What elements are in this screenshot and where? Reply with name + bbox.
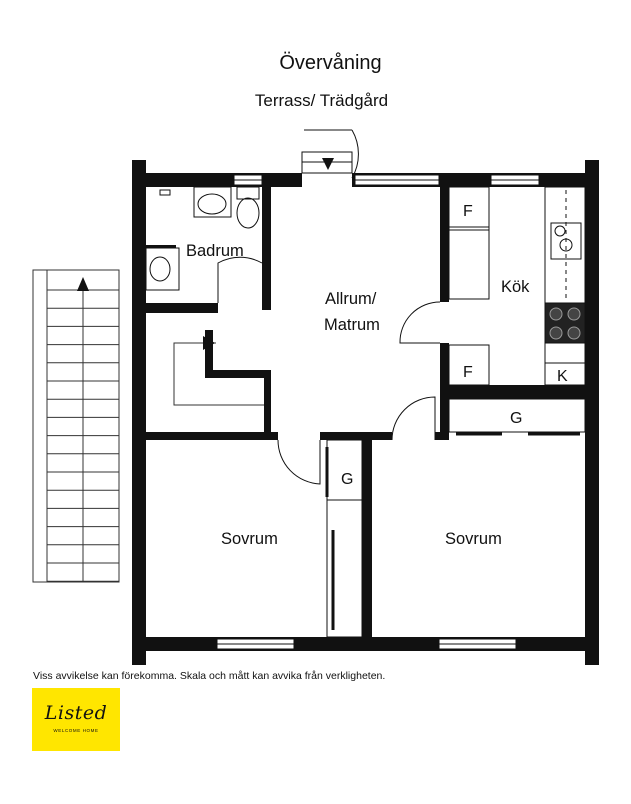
wall-bedroom-north-left [146, 432, 278, 440]
room-label-sovrum-right: Sovrum [445, 530, 502, 548]
bathroom-sink-counter [193, 186, 232, 218]
room-label-sovrum-left: Sovrum [221, 530, 278, 548]
tap-icon [159, 189, 171, 196]
wall-bathroom-niche [146, 245, 176, 248]
room-label-kok: Kök [501, 278, 530, 296]
wall-south [132, 637, 599, 651]
sink-drain-left [554, 225, 566, 237]
label-wardrobe-right: G [510, 410, 522, 427]
counter-left [448, 226, 490, 300]
door-bedroom-left [277, 439, 321, 485]
label-fridge-bottom: F [463, 364, 473, 381]
door-kitchen [399, 301, 441, 344]
wall-kitchen-west-upper [440, 187, 449, 302]
sink-drain-right [559, 238, 573, 252]
logo-tagline: WELCOME HOME [53, 728, 99, 733]
label-cabinet: K [557, 368, 568, 385]
label-fridge-top: F [463, 203, 473, 220]
wall-east [585, 160, 599, 665]
wall-corner [435, 432, 449, 440]
stair-treads [47, 289, 119, 582]
wardrobe-left [326, 439, 363, 501]
wall-stair-landing [205, 370, 271, 378]
plan-subtitle: Terrass/ Trädgård [254, 91, 389, 110]
burner-2 [567, 307, 581, 321]
counter-right [544, 186, 586, 386]
wall-kitchen-south [440, 385, 585, 399]
staircase [32, 269, 120, 583]
kitchen-fixtures [448, 186, 586, 386]
bathroom-fixtures [145, 186, 260, 291]
logo-brand: Listed [44, 702, 108, 724]
wall-west [132, 160, 146, 665]
wardrobe-left-lower [326, 499, 363, 638]
entrance-arrow [322, 158, 334, 170]
staircase-outline [32, 269, 120, 583]
door-bedroom-right [391, 396, 436, 441]
wall-bedroom-north-mid [320, 432, 392, 440]
wall-stair-landing-side [264, 370, 271, 436]
burner-3 [549, 326, 563, 340]
room-label-allrum: Allrum/ [325, 290, 377, 308]
plan-title: Övervåning [279, 52, 382, 74]
room-label-matrum: Matrum [324, 316, 380, 334]
door-swing [351, 129, 359, 179]
label-wardrobe-left: G [341, 471, 353, 488]
landing-stair [173, 336, 264, 406]
wardrobes [325, 398, 586, 638]
wall-bedroom-divider [362, 432, 372, 637]
wardrobe-right [448, 398, 586, 433]
washbasin-unit [145, 247, 180, 291]
toilet-tank [236, 186, 260, 200]
room-label-badrum: Badrum [186, 242, 244, 260]
wall-stair-return [205, 330, 213, 378]
burner-4 [567, 326, 581, 340]
interior-doors [217, 256, 441, 485]
disclaimer-text: Viss avvikelse kan förekomma. Skala och … [33, 670, 386, 682]
landing-arrow [203, 336, 215, 350]
fridge-top [448, 186, 490, 231]
wall-bathroom-east [262, 187, 271, 310]
wall-north-left [132, 173, 302, 187]
cabinet-k [544, 362, 586, 386]
windows [216, 174, 540, 650]
toilet-bowl [236, 197, 260, 229]
bathroom-sink [197, 193, 227, 215]
listed-logo: Listed WELCOME HOME [32, 688, 120, 751]
wall-bathroom-south [146, 303, 218, 313]
kitchen-sink [550, 222, 582, 260]
fridge-bottom [448, 344, 490, 386]
stair-direction-arrow [77, 277, 89, 291]
burner-1 [549, 307, 563, 321]
door-bathroom [217, 256, 263, 303]
washbasin [149, 256, 171, 282]
terrace-door [301, 129, 359, 179]
walls [132, 160, 599, 665]
